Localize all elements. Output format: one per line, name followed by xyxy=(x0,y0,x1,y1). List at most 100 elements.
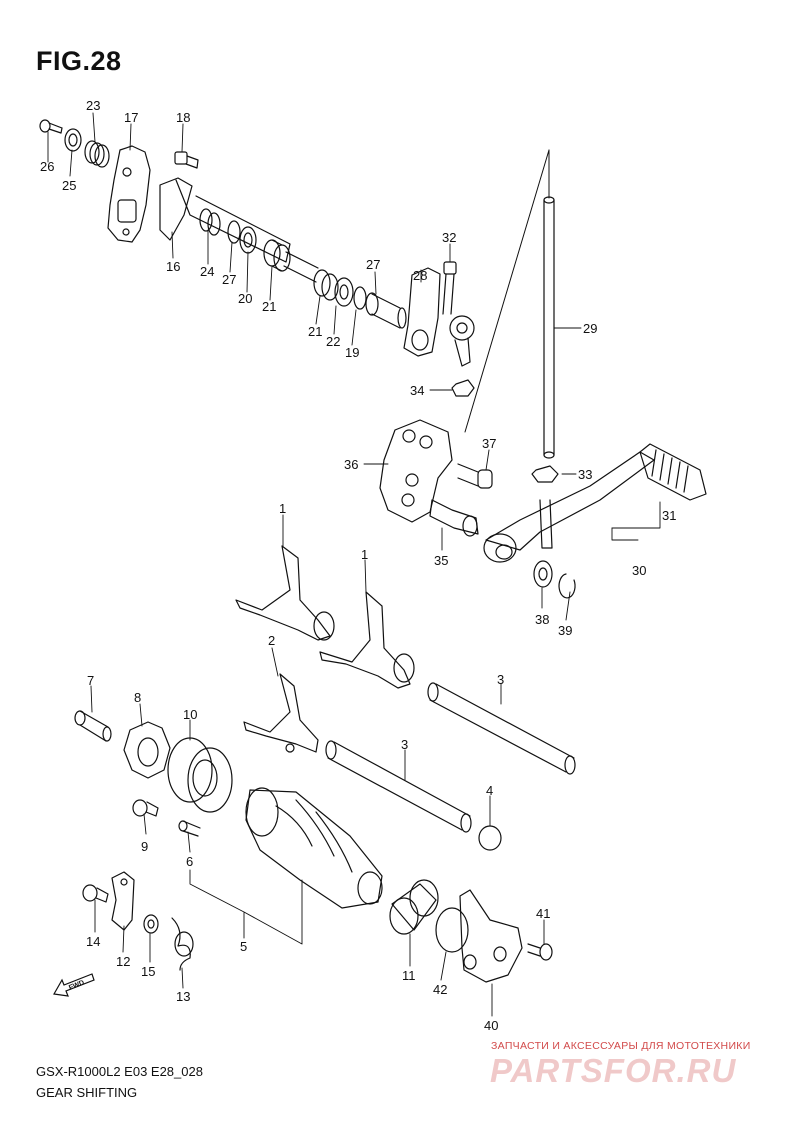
part-15-washer xyxy=(143,914,159,934)
callout-6: 6 xyxy=(186,854,193,869)
callout-20: 20 xyxy=(238,291,252,306)
callout-22: 22 xyxy=(326,334,340,349)
callout-33: 33 xyxy=(578,467,592,482)
callout-31: 31 xyxy=(662,508,676,523)
part-23-spring xyxy=(84,140,110,168)
callout-34: 34 xyxy=(410,383,424,398)
part-34-nut xyxy=(451,379,475,397)
part-38-washer xyxy=(533,560,553,588)
figure-title: FIG.28 xyxy=(36,46,122,76)
part-22-seal xyxy=(334,277,354,307)
part-24-collar xyxy=(199,208,221,236)
callout-1-b: 1 xyxy=(361,547,368,562)
callout-24: 24 xyxy=(200,264,214,279)
callout-labels: 26 25 23 17 18 16 24 27 20 21 27 21 22 1… xyxy=(40,98,676,1033)
callout-13: 13 xyxy=(176,989,190,1004)
part-19-spline xyxy=(353,286,407,329)
callout-27-b: 27 xyxy=(366,257,380,272)
callout-11: 11 xyxy=(402,968,416,983)
callout-35: 35 xyxy=(434,553,448,568)
part-42-oring xyxy=(435,907,469,953)
callout-10: 10 xyxy=(183,707,197,722)
part-18-bolt xyxy=(174,151,199,169)
part-29-rod xyxy=(464,149,555,459)
watermark-tagline: ЗАПЧАСТИ И АКСЕССУАРЫ ДЛЯ МОТОТЕХНИКИ xyxy=(491,1040,751,1052)
part-1-shift-fork-a xyxy=(235,545,335,641)
callout-41: 41 xyxy=(536,906,550,921)
callout-2: 2 xyxy=(268,633,275,648)
part-14-bolt xyxy=(82,884,109,903)
callout-14: 14 xyxy=(86,934,100,949)
callout-1-a: 1 xyxy=(279,501,286,516)
callout-15: 15 xyxy=(141,964,155,979)
part-8-cam xyxy=(123,721,171,779)
part-33-nut xyxy=(531,465,559,483)
part-37-bolt xyxy=(457,463,493,489)
leader-lines xyxy=(47,112,661,1017)
callout-42: 42 xyxy=(433,982,447,997)
figure-caption: GEAR SHIFTING xyxy=(36,1085,138,1100)
callout-25: 25 xyxy=(62,178,76,193)
part-7-pin xyxy=(74,710,112,742)
part-27-washer xyxy=(227,220,241,244)
callout-39: 39 xyxy=(558,623,572,638)
callout-8: 8 xyxy=(134,690,141,705)
callout-12: 12 xyxy=(116,954,130,969)
callout-38: 38 xyxy=(535,612,549,627)
part-11-bearing xyxy=(389,879,439,935)
callout-18: 18 xyxy=(176,110,190,125)
part-3-fork-shaft-long xyxy=(427,682,576,775)
part-12-stopper-plate xyxy=(111,871,135,931)
part-32-bolt xyxy=(442,261,457,315)
part-13-spring xyxy=(171,917,194,971)
callout-4: 4 xyxy=(486,783,493,798)
callout-21: 21 xyxy=(262,299,276,314)
part-28-gearshift-arm xyxy=(403,267,441,357)
part-21-bushing xyxy=(263,239,291,272)
callout-37: 37 xyxy=(482,436,496,451)
callout-19: 19 xyxy=(345,345,359,360)
part-26-screw xyxy=(39,119,63,134)
callout-16: 16 xyxy=(166,259,180,274)
callout-21-b: 21 xyxy=(308,324,322,339)
model-code: GSX-R1000L2 E03 E28_028 xyxy=(36,1064,203,1079)
callout-5: 5 xyxy=(240,939,247,954)
callout-28: 28 xyxy=(413,268,427,283)
callout-26: 26 xyxy=(40,159,54,174)
callout-3-b: 3 xyxy=(401,737,408,752)
part-6-pin xyxy=(178,820,201,837)
callout-27: 27 xyxy=(222,272,236,287)
callout-17: 17 xyxy=(124,110,138,125)
part-31-footpeg xyxy=(639,443,707,501)
fwd-arrow-icon: FWD xyxy=(53,973,95,997)
part-30-shift-lever xyxy=(483,451,655,563)
callout-23: 23 xyxy=(86,98,100,113)
part-41-bolt xyxy=(527,943,553,961)
part-10-bearing xyxy=(167,737,233,813)
part-40-stopper-arm xyxy=(459,889,523,983)
part-5-shift-drum xyxy=(245,787,383,909)
callout-36: 36 xyxy=(344,457,358,472)
callout-32: 32 xyxy=(442,230,456,245)
callout-9: 9 xyxy=(141,839,148,854)
part-3-fork-shaft-short xyxy=(325,740,472,833)
part-39-circlip xyxy=(558,573,576,599)
part-36-bracket xyxy=(379,419,453,523)
part-2-shift-fork xyxy=(243,673,319,753)
shift-shaft xyxy=(283,251,319,283)
callout-29: 29 xyxy=(583,321,597,336)
watermark-brand[interactable]: PARTSFOR.RU xyxy=(490,1052,737,1089)
part-16-shift-arm xyxy=(159,177,291,263)
part-4-plug xyxy=(478,825,502,851)
fwd-label: FWD xyxy=(68,979,85,991)
part-25-washer xyxy=(64,128,82,152)
callout-40: 40 xyxy=(484,1018,498,1033)
part-9-bolt xyxy=(132,799,159,817)
part-1-shift-fork-b xyxy=(319,591,415,689)
callout-30: 30 xyxy=(632,563,646,578)
part-21-bushing-b xyxy=(313,269,339,301)
callout-3-a: 3 xyxy=(497,672,504,687)
part-33-tie-rod-end xyxy=(449,315,475,367)
callout-7: 7 xyxy=(87,673,94,688)
